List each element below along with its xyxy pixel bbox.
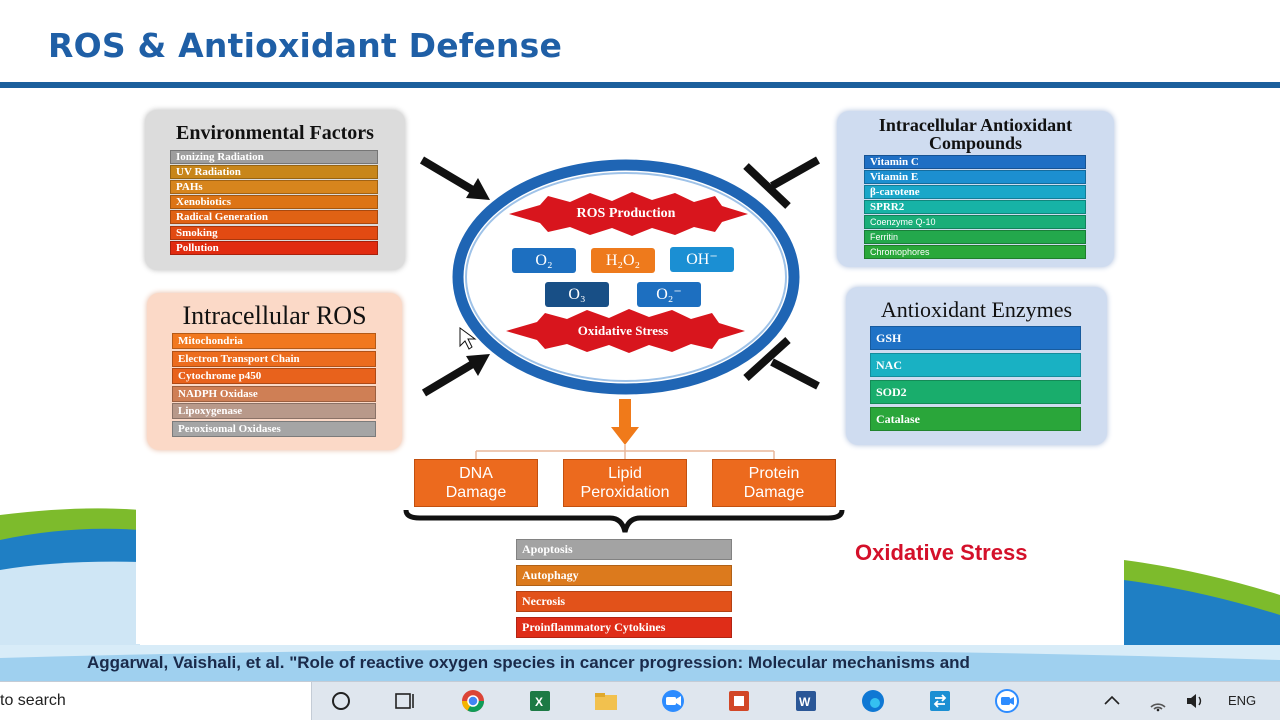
task-view-icon[interactable] (390, 687, 420, 715)
zoom-meeting-icon[interactable] (992, 687, 1022, 715)
powerpoint-icon[interactable] (724, 687, 754, 715)
svg-text:W: W (799, 695, 811, 709)
lipid-peroxidation-line1: Lipid (608, 465, 642, 482)
antioxidant-compound-item: Coenzyme Q-10 (864, 215, 1086, 229)
chrome-icon[interactable] (458, 687, 488, 715)
env-factor-item: UV Radiation (170, 165, 378, 179)
env-factor-item: Ionizing Radiation (170, 150, 378, 164)
outcome-item: Necrosis (516, 591, 732, 612)
sync-app-icon[interactable] (925, 687, 955, 715)
dna-damage-line2: Damage (445, 484, 507, 501)
antioxidant-enzyme-item: Catalase (870, 407, 1081, 431)
ros-source-item: Peroxisomal Oxidases (172, 421, 376, 437)
antioxidant-compound-item: β-carotene (864, 185, 1086, 199)
antioxidant-enzyme-item: GSH (870, 326, 1081, 350)
edge-icon[interactable] (858, 687, 888, 715)
outcome-item: Autophagy (516, 565, 732, 586)
antioxidant-enzymes-title: Antioxidant Enzymes (880, 297, 1073, 322)
molecule-h2o2: H₂O₂ (591, 248, 655, 273)
antioxidant-compound-item: Ferritin (864, 230, 1086, 244)
ros-source-item: NADPH Oxidase (172, 386, 376, 402)
molecule-o3: O₃ (545, 282, 609, 307)
lipid-peroxidation-line2: Peroxidation (580, 484, 670, 501)
antioxidant-compound-item: SPRR2 (864, 200, 1086, 214)
env-factor-item: Pollution (170, 241, 378, 255)
outcome-item: Proinflammatory Cytokines (516, 617, 732, 638)
ros-source-item: Lipoxygenase (172, 403, 376, 419)
excel-icon[interactable]: X (525, 687, 555, 715)
oxidative-stress-center-label: Oxidative Stress (577, 323, 669, 338)
env-factor-item: Smoking (170, 226, 378, 240)
molecule-superoxide: O₂⁻ (637, 282, 701, 307)
slide-background-decoration (0, 508, 1280, 690)
zoom-icon[interactable] (658, 687, 688, 715)
antioxidant-compound-item: Vitamin C (864, 155, 1086, 169)
protein-damage-box: Protein Damage (712, 459, 836, 507)
intracellular-ros-title: Intracellular ROS (182, 301, 367, 330)
title-divider (0, 82, 1280, 88)
antioxidant-compound-item: Vitamin E (864, 170, 1086, 184)
antioxidant-compound-item: Chromophores (864, 245, 1086, 259)
wifi-icon[interactable] (1143, 687, 1173, 715)
ros-source-item: Electron Transport Chain (172, 351, 376, 367)
volume-icon[interactable] (1180, 687, 1210, 715)
antioxidant-enzyme-item: NAC (870, 353, 1081, 377)
word-icon[interactable]: W (791, 687, 821, 715)
citation-text: Aggarwal, Vaishali, et al. "Role of reac… (87, 653, 970, 672)
antioxidant-compounds-title-line2: Compounds (928, 133, 1023, 153)
file-explorer-icon[interactable] (591, 687, 621, 715)
language-indicator[interactable]: ENG (1228, 693, 1257, 708)
dna-damage-box: DNA Damage (414, 459, 538, 507)
env-factor-item: PAHs (170, 180, 378, 194)
slide-title: ROS & Antioxidant Defense (48, 26, 563, 65)
lipid-peroxidation-box: Lipid Peroxidation (563, 459, 687, 507)
env-factor-item: Xenobiotics (170, 195, 378, 209)
svg-text:X: X (535, 695, 543, 709)
protein-damage-line1: Protein (748, 465, 800, 482)
molecule-o2: O₂ (512, 248, 576, 273)
dna-damage-line1: DNA (459, 465, 493, 482)
antioxidant-compounds-title-line1: Intracellular Antioxidant (878, 115, 1073, 135)
taskbar-search-placeholder: to search (0, 692, 66, 709)
ros-source-item: Cytochrome p450 (172, 368, 376, 384)
oxidative-stress-label: Oxidative Stress (855, 540, 1028, 565)
protein-damage-line2: Damage (743, 484, 805, 501)
taskbar: to search X W ENG (0, 681, 1280, 720)
outcome-item: Apoptosis (516, 539, 732, 560)
chevron-up-icon[interactable] (1097, 687, 1127, 715)
taskbar-search-box[interactable]: to search (0, 682, 312, 720)
ros-source-item: Mitochondria (172, 333, 376, 349)
antioxidant-enzyme-item: SOD2 (870, 380, 1081, 404)
ros-production-label: ROS Production (576, 206, 676, 221)
molecule-hydroxyl: OH⁻ (670, 247, 734, 272)
env-factor-item: Radical Generation (170, 210, 378, 224)
task-view-circle-icon[interactable] (326, 687, 356, 715)
environmental-factors-title: Environmental Factors (176, 122, 374, 144)
